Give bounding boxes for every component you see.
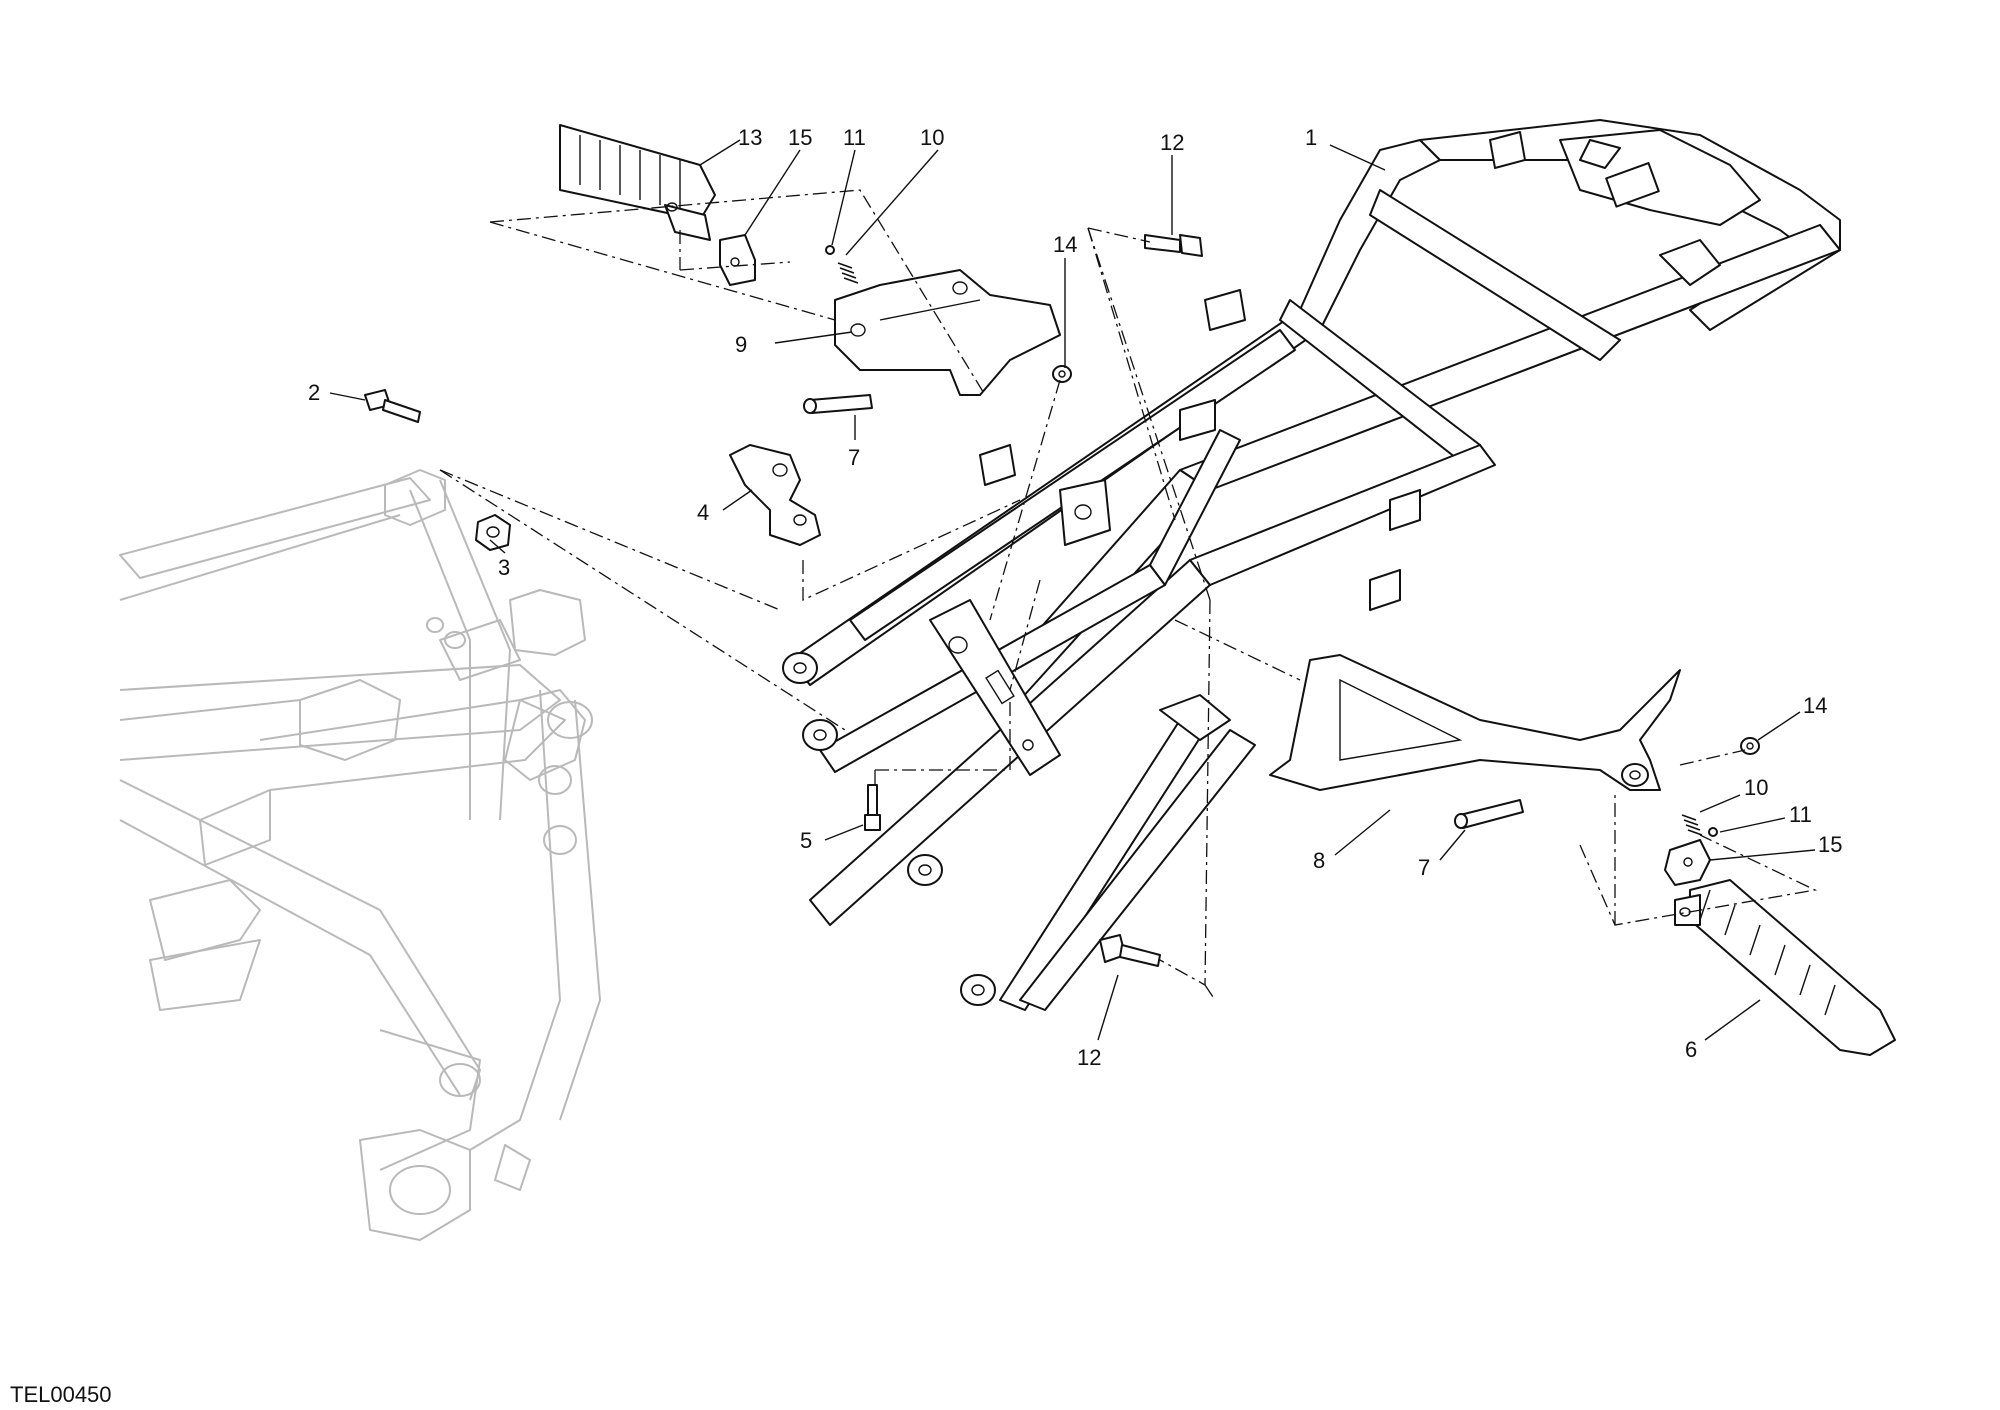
nut-3 <box>475 514 511 551</box>
left-footpeg-bracket <box>834 269 1061 396</box>
callout-11-left: 11 <box>843 125 866 150</box>
callout-3: 3 <box>498 555 510 580</box>
bolt-12-bottom <box>1099 934 1161 967</box>
bolt-5 <box>864 784 881 831</box>
callout-12-top: 12 <box>1160 130 1184 155</box>
callout-15-left: 15 <box>788 125 812 150</box>
left-footpeg-13 <box>559 124 716 241</box>
spring-10-right <box>1681 814 1703 836</box>
support-bracket-4 <box>729 444 821 546</box>
washer-14-left <box>1052 365 1072 383</box>
callout-11-right: 11 <box>1789 802 1812 827</box>
callout-10-left: 10 <box>920 125 944 150</box>
callout-15-right: 15 <box>1818 832 1842 857</box>
callout-13: 13 <box>738 125 762 150</box>
callout-14-right: 14 <box>1803 693 1827 718</box>
rear-subframe <box>782 119 1841 1011</box>
washer-14-right <box>1740 737 1760 755</box>
pin-7-right <box>1454 799 1524 829</box>
bolt-12-top <box>1144 234 1203 257</box>
pad-15-left <box>719 234 756 286</box>
pin-7-left <box>803 394 873 414</box>
callout-5: 5 <box>800 828 812 853</box>
leader-lines <box>329 139 1816 1041</box>
callout-2: 2 <box>308 380 320 405</box>
callout-1: 1 <box>1305 125 1317 150</box>
drawing-code: TEL00450 <box>10 1382 112 1407</box>
pad-15-right <box>1664 839 1711 886</box>
main-frame-ghost <box>119 469 601 1241</box>
ball-11-right <box>1708 827 1718 837</box>
callout-10-right: 10 <box>1744 775 1768 800</box>
callout-7-left: 7 <box>848 445 860 470</box>
bolt-2 <box>364 389 421 423</box>
assembly-lines <box>439 189 1818 1001</box>
right-footpeg-6 <box>1674 879 1896 1056</box>
callout-12-bottom: 12 <box>1077 1045 1101 1070</box>
callout-6: 6 <box>1685 1037 1697 1062</box>
callout-4: 4 <box>697 500 709 525</box>
callout-8: 8 <box>1313 848 1325 873</box>
ball-11-left <box>825 245 835 255</box>
right-footpeg-bracket <box>1269 654 1681 791</box>
spring-10-left <box>837 262 859 284</box>
callout-9: 9 <box>735 332 747 357</box>
callout-7-right: 7 <box>1418 855 1430 880</box>
callout-labels: 1 2 3 4 5 6 7 7 8 9 10 10 11 11 12 12 13… <box>308 125 1842 1070</box>
callout-14-left: 14 <box>1053 232 1077 257</box>
